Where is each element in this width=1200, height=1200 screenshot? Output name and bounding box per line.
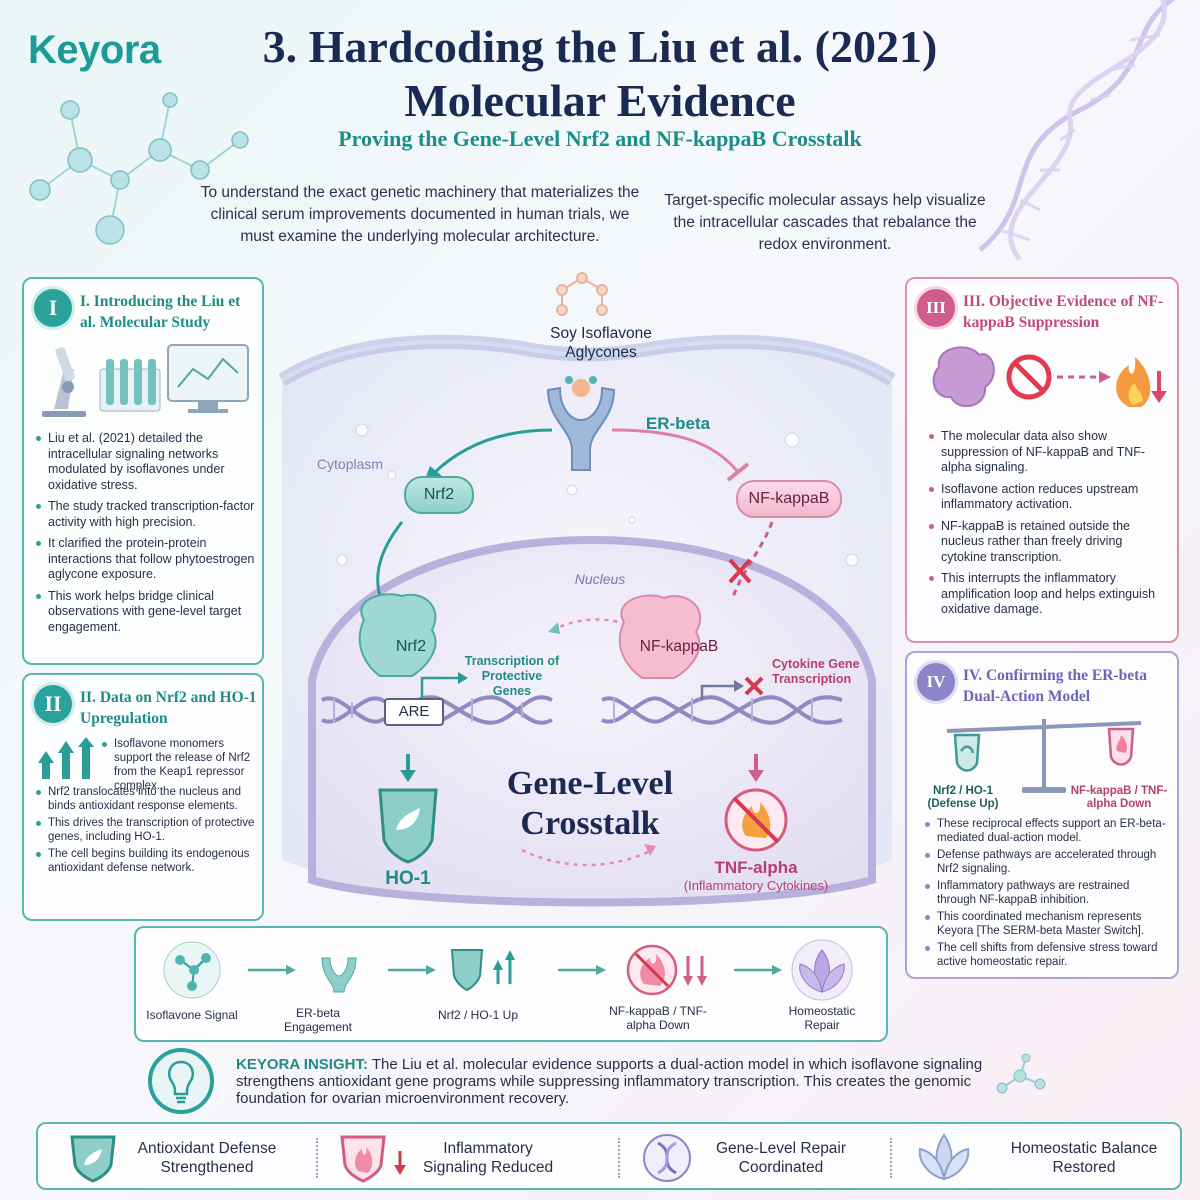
- panel-3-badge: III: [917, 289, 955, 327]
- receptor-label: ER-beta: [645, 414, 711, 433]
- panel-2-bullets-lower: Nrf2 translocates into the nucleus and b…: [36, 785, 258, 878]
- dna-icon: [643, 1134, 691, 1182]
- intro-left-text: To understand the exact genetic machiner…: [200, 184, 640, 245]
- panel-2-title: II. Data on Nrf2 and HO-1 Upregulation: [80, 689, 257, 727]
- flame-down-icon: [340, 1135, 406, 1183]
- panel-1-badge: I: [34, 289, 72, 327]
- divider: [890, 1138, 892, 1178]
- insight-lead: KEYORA INSIGHT:: [236, 1056, 368, 1073]
- panel-4-badge: IV: [917, 663, 955, 701]
- intro-right-text: Target-specific molecular assays help vi…: [664, 192, 986, 253]
- pathway-flow-strip: Isoflavone Signal ER-beta Engagement Nrf…: [134, 926, 888, 1042]
- footer-item-antioxidant: Antioxidant Defense Strengthened: [68, 1124, 318, 1192]
- lightbulb-icon: [148, 1048, 214, 1114]
- keyora-logo: Keyora: [28, 28, 161, 73]
- list-item: These reciprocal effects support an ER-b…: [925, 817, 1169, 845]
- are-box: ARE: [384, 698, 444, 726]
- page-title: 3. Hardcoding the Liu et al. (2021) Mole…: [262, 21, 938, 126]
- molecule-small-icon: [996, 1053, 1046, 1094]
- tnf-label: TNF-alpha: [714, 858, 798, 877]
- list-item: Liu et al. (2021) detailed the intracell…: [36, 431, 258, 493]
- flow-step-label: Homeostatic Repair: [788, 1004, 856, 1032]
- panel-2-bullets: Isoflavone monomers support the release …: [102, 737, 258, 796]
- outcomes-footer: Antioxidant Defense Strengthened Inflamm…: [36, 1122, 1182, 1190]
- footer-label: Antioxidant Defense Strengthened: [137, 1140, 277, 1176]
- ho1-label: HO-1: [385, 868, 431, 889]
- flow-step-label: Nrf2 / HO-1 Up: [437, 1008, 518, 1022]
- panel-nrf2-data: II II. Data on Nrf2 and HO-1 Upregulatio…: [22, 673, 264, 921]
- panel-liu-study: I I. Introducing the Liu et al. Molecula…: [22, 277, 264, 665]
- list-item: NF-kappaB is retained outside the nucleu…: [929, 519, 1169, 566]
- footer-item-gene-repair: Gene-Level Repair Coordinated: [642, 1124, 872, 1192]
- panel-dual-action: IV IV. Confirming the ER-beta Dual-Actio…: [905, 651, 1179, 979]
- nrf2-cytoplasm: Nrf2: [404, 476, 474, 514]
- panel-2-badge: II: [34, 685, 72, 723]
- footer-label: Gene-Level Repair Coordinated: [715, 1140, 847, 1176]
- footer-label: Homeostatic Balance Restored: [1010, 1140, 1158, 1176]
- keyora-insight: KEYORA INSIGHT: The Liu et al. molecular…: [140, 1046, 1050, 1116]
- divider: [316, 1138, 318, 1178]
- gene-level-crosstalk-title: Gene-Level Crosstalk: [506, 765, 674, 842]
- cytokine-transcription-label: Cytokine Gene Transcription: [772, 657, 860, 686]
- shield-leaf-icon: [70, 1135, 116, 1183]
- flow-step-label: ER-beta Engagement: [283, 1006, 353, 1034]
- scale-left-label: Nrf2 / HO-1 (Defense Up): [927, 785, 999, 810]
- footer-label: Inflammatory Signaling Reduced: [422, 1140, 554, 1176]
- nrf2-nucleus-label: Nrf2: [395, 638, 427, 655]
- upregulation-arrows-icon: [38, 737, 94, 779]
- list-item: The cell begins building its endogenous …: [36, 847, 258, 875]
- list-item: Defense pathways are accelerated through…: [925, 848, 1169, 876]
- molecule-network-decoration: [29, 92, 249, 245]
- page-subtitle: Proving the Gene-Level Nrf2 and NF-kappa…: [338, 126, 862, 151]
- dna-helix-decoration: [978, 0, 1177, 260]
- lab-microscope-icon: [42, 344, 249, 417]
- panel-1-bullets: Liu et al. (2021) detailed the intracell…: [36, 431, 258, 641]
- insight-body: The Liu et al. molecular evidence suppor…: [236, 1056, 983, 1107]
- list-item: The cell shifts from defensive stress to…: [925, 941, 1169, 969]
- ligand-label: Soy Isoflavone Aglycones: [550, 325, 652, 361]
- cytoplasm-label: Cytoplasm: [316, 456, 384, 472]
- divider: [618, 1138, 620, 1178]
- list-item: This interrupts the inflammatory amplifi…: [929, 571, 1169, 618]
- panel-1-title: I. Introducing the Liu et al. Molecular …: [80, 293, 241, 331]
- footer-item-homeostatic: Homeostatic Balance Restored: [908, 1124, 1178, 1192]
- list-item: This drives the transcription of protect…: [36, 816, 258, 844]
- panel-4-title: IV. Confirming the ER-beta Dual-Action M…: [963, 667, 1147, 705]
- nfkb-nucleus-label: NF-kappaB: [639, 638, 719, 655]
- nucleus-label: Nucleus: [574, 571, 626, 587]
- insight-text: KEYORA INSIGHT: The Liu et al. molecular…: [236, 1056, 1016, 1107]
- nfkb-cytoplasm: NF-kappaB: [736, 480, 842, 518]
- flow-step-label: NF-kappaB / TNF-alpha Down: [609, 1004, 707, 1032]
- list-item: The molecular data also show suppression…: [929, 429, 1169, 476]
- list-item: Nrf2 translocates into the nucleus and b…: [36, 785, 258, 813]
- list-item: Inflammatory pathways are restrained thr…: [925, 879, 1169, 907]
- panel-3-title: III. Objective Evidence of NF-kappaB Sup…: [963, 293, 1164, 331]
- list-item: Isoflavone action reduces upstream infla…: [929, 482, 1169, 513]
- scale-right-label: NF-kappaB / TNF-alpha Down: [1070, 785, 1168, 810]
- transcription-protective-label: Transcription of Protective Genes: [464, 654, 560, 698]
- balance-scale-icon: [946, 719, 1142, 793]
- list-item: Isoflavone monomers support the release …: [102, 737, 258, 793]
- list-item: It clarified the protein-protein interac…: [36, 536, 258, 583]
- lotus-icon: [918, 1133, 970, 1181]
- logo-text: Keyora: [28, 28, 161, 72]
- list-item: This work helps bridge clinical observat…: [36, 589, 258, 636]
- panel-nfkb-suppression: III III. Objective Evidence of NF-kappaB…: [905, 277, 1179, 643]
- panel-4-bullets: These reciprocal effects support an ER-b…: [925, 817, 1169, 972]
- panel-3-bullets: The molecular data also show suppression…: [929, 429, 1169, 624]
- flow-step-label: Isoflavone Signal: [146, 1008, 238, 1022]
- list-item: The study tracked transcription-factor a…: [36, 499, 258, 530]
- footer-item-inflammatory: Inflammatory Signaling Reduced: [338, 1124, 588, 1192]
- list-item: This coordinated mechanism represents Ke…: [925, 910, 1169, 938]
- nfkb-block-icon: [932, 346, 1167, 407]
- flow-icons: [163, 939, 853, 1001]
- tnf-sublabel: (Inflammatory Cytokines): [683, 878, 829, 893]
